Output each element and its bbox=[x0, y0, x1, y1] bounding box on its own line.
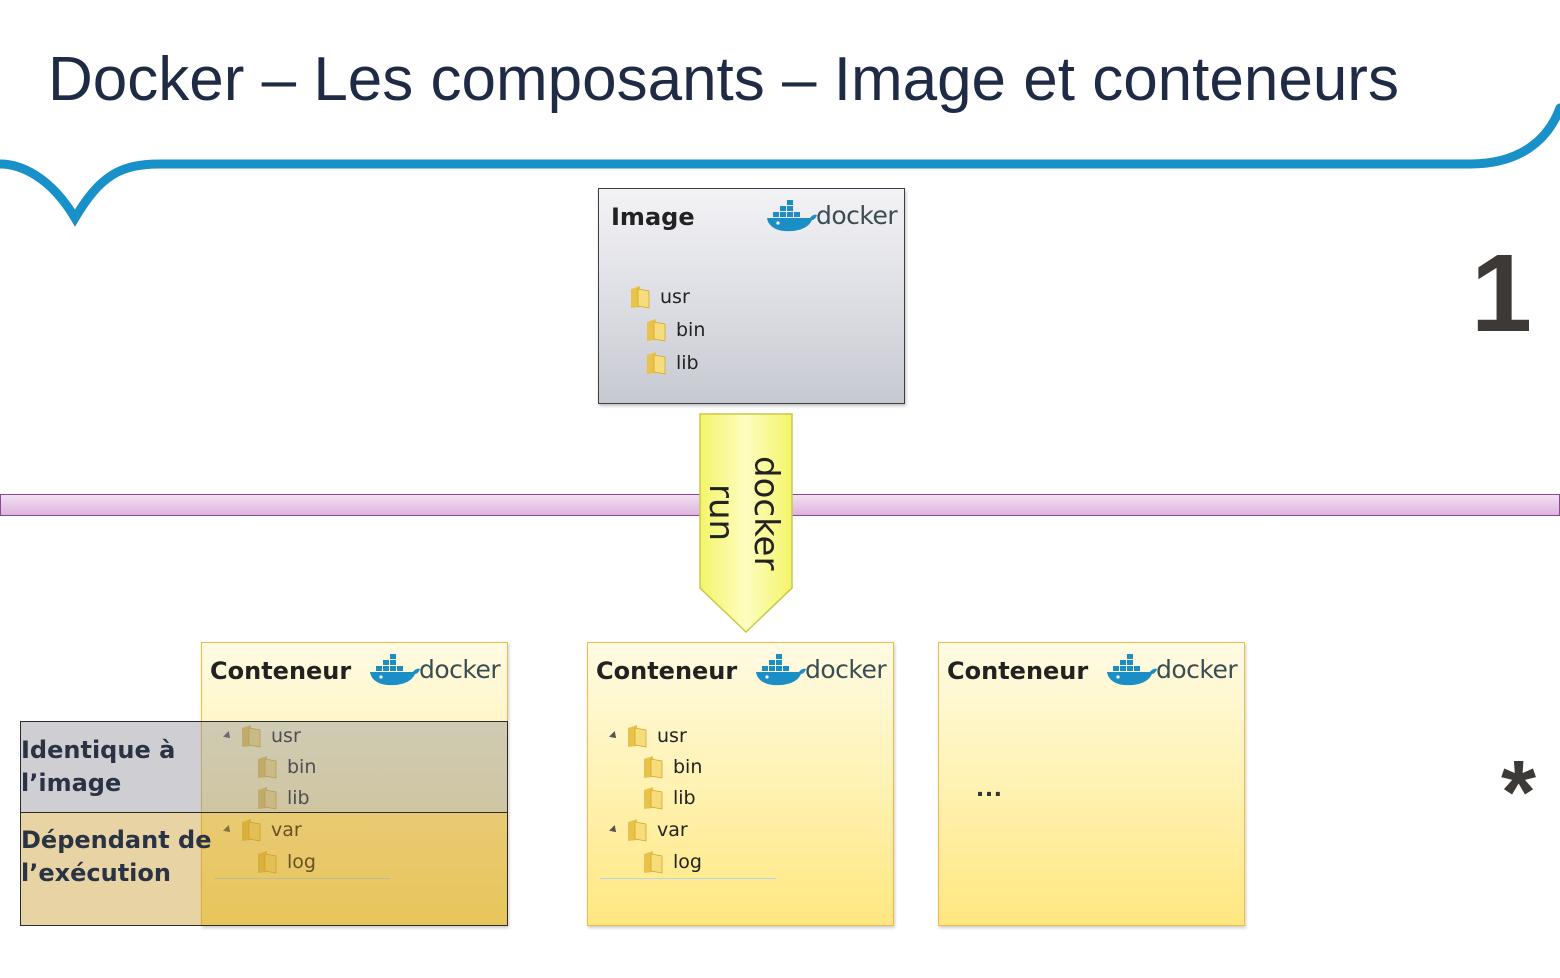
docker-whale-icon bbox=[1107, 654, 1157, 686]
dependent-label-line2: l’exécution bbox=[21, 859, 171, 887]
tree-item-usr: usr bbox=[629, 284, 690, 310]
docker-wordmark: docker bbox=[805, 655, 887, 684]
tree-item-var: var bbox=[609, 817, 688, 843]
docker-logo: docker bbox=[755, 653, 887, 693]
folder-icon bbox=[626, 818, 648, 842]
tree-item-lib: lib bbox=[256, 785, 310, 811]
tree-item-usr: usr bbox=[223, 723, 301, 749]
multiplicity-one: 1 bbox=[1470, 232, 1532, 355]
tree-item-usr: usr bbox=[609, 723, 687, 749]
docker-logo: docker bbox=[766, 199, 898, 239]
tree-item-lib: lib bbox=[645, 350, 699, 376]
folder-icon bbox=[642, 850, 664, 874]
folder-icon bbox=[642, 786, 664, 810]
execution-dependent-overlay: Dépendant de l’exécution bbox=[20, 812, 508, 926]
tree-item-var: var bbox=[223, 817, 302, 843]
folder-icon bbox=[256, 755, 278, 779]
identical-to-image-overlay: Identique à l’image bbox=[20, 721, 508, 813]
header-curve bbox=[0, 103, 1560, 227]
dependent-label-line1: Dépendant de bbox=[21, 826, 212, 854]
folder-icon bbox=[240, 818, 262, 842]
docker-run-label: docker run bbox=[700, 414, 792, 614]
page-title: Docker – Les composants – Image et conte… bbox=[48, 45, 1399, 114]
container-card-title: Conteneur bbox=[210, 657, 352, 685]
docker-wordmark: docker bbox=[1156, 655, 1238, 684]
tree-item-bin: bin bbox=[642, 754, 702, 780]
expand-triangle-icon bbox=[609, 731, 619, 741]
docker-wordmark: docker bbox=[816, 201, 898, 230]
multiplicity-many: * bbox=[1500, 743, 1536, 843]
folder-icon bbox=[626, 724, 648, 748]
tree-divider bbox=[214, 878, 390, 879]
tree-divider bbox=[600, 878, 776, 879]
container-card-3: Conteneur docker … bbox=[938, 642, 1245, 926]
arrow-text-run: run bbox=[701, 484, 741, 542]
container-card-2: Conteneur docker usr bin lib var log bbox=[587, 642, 894, 926]
tree-item-log: log bbox=[642, 849, 702, 875]
more-containers-ellipsis: … bbox=[975, 771, 1003, 802]
docker-whale-icon bbox=[370, 654, 420, 686]
docker-wordmark: docker bbox=[419, 655, 501, 684]
expand-triangle-icon bbox=[609, 825, 619, 835]
folder-icon bbox=[642, 755, 664, 779]
tree-item-log: log bbox=[256, 849, 316, 875]
tree-item-bin: bin bbox=[256, 754, 316, 780]
folder-icon bbox=[256, 850, 278, 874]
folder-icon bbox=[629, 285, 651, 309]
folder-icon bbox=[240, 724, 262, 748]
tree-item-lib: lib bbox=[642, 785, 696, 811]
docker-logo: docker bbox=[369, 653, 501, 693]
identical-label-line1: Identique à bbox=[21, 736, 176, 764]
folder-icon bbox=[645, 318, 667, 342]
folder-icon bbox=[645, 351, 667, 375]
docker-logo: docker bbox=[1106, 653, 1238, 693]
container-card-title: Conteneur bbox=[596, 657, 738, 685]
folder-icon bbox=[256, 786, 278, 810]
image-card-title: Image bbox=[611, 203, 695, 231]
image-card: Image docker usr bin lib bbox=[598, 188, 905, 404]
container-card-title: Conteneur bbox=[947, 657, 1089, 685]
tree-item-bin: bin bbox=[645, 317, 705, 343]
docker-whale-icon bbox=[767, 200, 817, 232]
container-card-1: Conteneur docker usr bin lib var log bbox=[201, 642, 508, 926]
docker-whale-icon bbox=[756, 654, 806, 686]
identical-label-line2: l’image bbox=[21, 769, 122, 797]
arrow-text-docker: docker bbox=[746, 456, 786, 571]
